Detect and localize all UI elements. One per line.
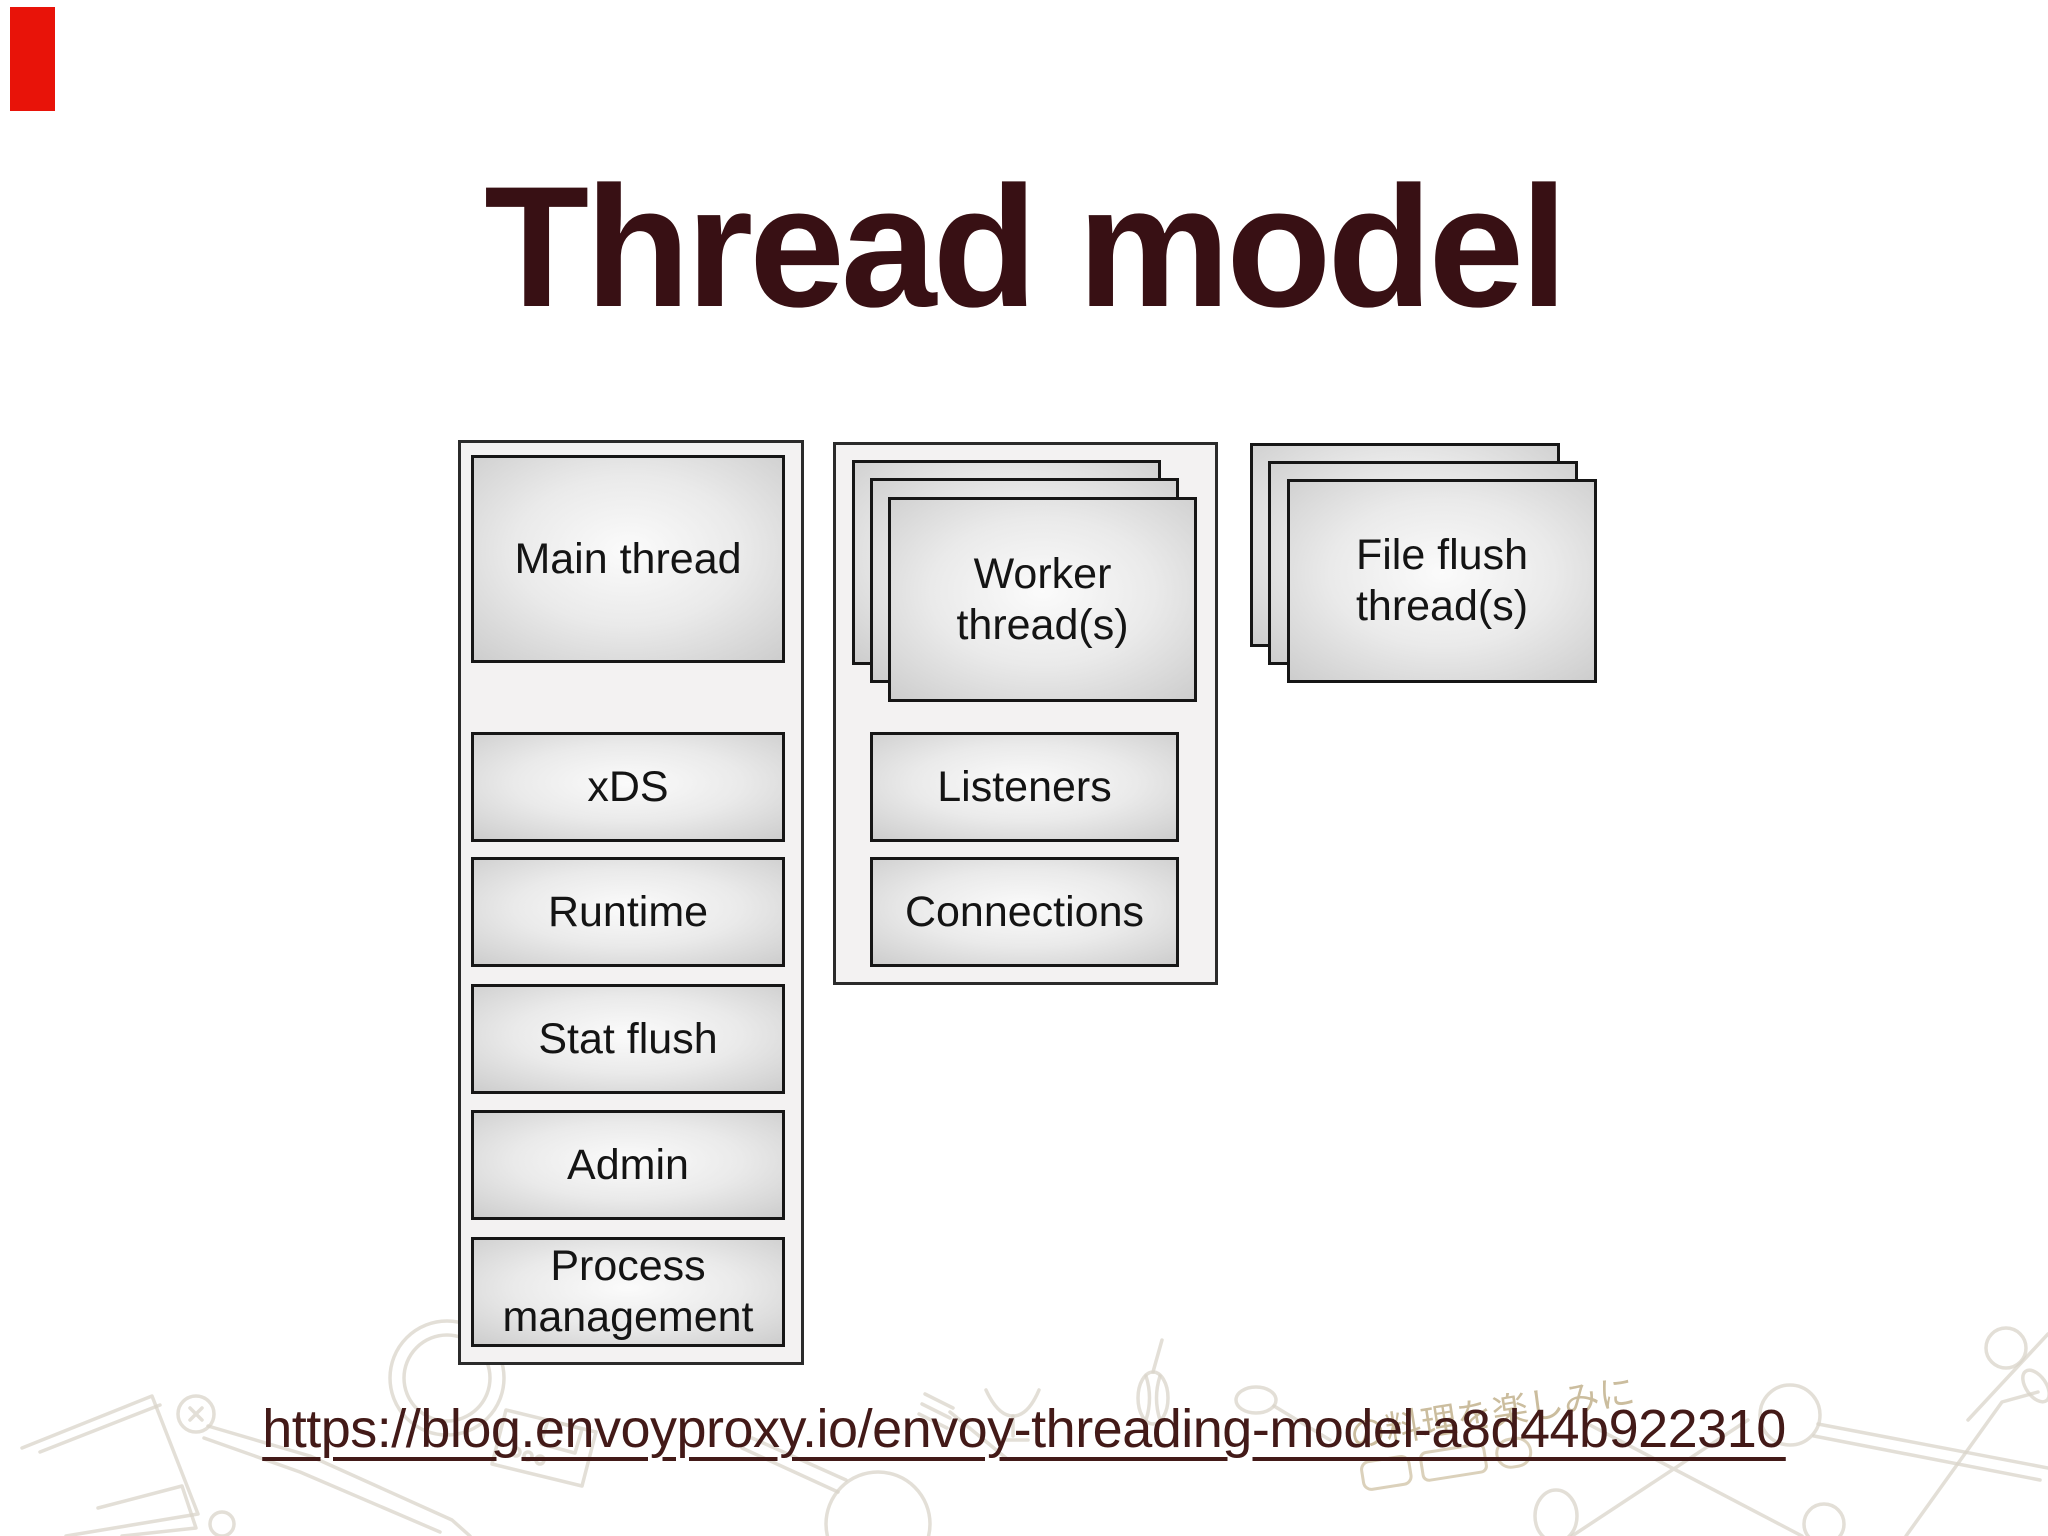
scale-doodle xyxy=(490,1408,598,1488)
listeners-box: Listeners xyxy=(870,732,1179,842)
admin-box: Admin xyxy=(471,1110,785,1220)
slide-title: Thread model xyxy=(484,151,1568,343)
utensil-doodle-right xyxy=(1904,1326,2048,1536)
file-flush-stack: File flush thread(s) xyxy=(1250,443,1598,684)
spoon-doodle xyxy=(1234,1385,1332,1442)
wine-glass-doodle xyxy=(984,1388,1041,1442)
red-accent-bar xyxy=(10,7,55,111)
pan-doodle xyxy=(740,1436,932,1536)
stat-flush-box: Stat flush xyxy=(471,984,785,1094)
process-management-box: Process management xyxy=(471,1237,785,1347)
spatula-doodle xyxy=(176,1394,472,1536)
worker-thread-box: Worker thread(s) xyxy=(888,497,1197,702)
main-thread-box: Main thread xyxy=(471,455,785,663)
runtime-box: Runtime xyxy=(471,857,785,967)
carton-doodle xyxy=(20,1394,236,1536)
whisk-doodle xyxy=(1136,1338,1170,1426)
source-link[interactable]: https://blog.envoyproxy.io/envoy-threadi… xyxy=(262,1399,1786,1459)
ladle-doodle xyxy=(1758,1383,2048,1482)
scissors-doodle xyxy=(1533,1418,1846,1536)
worker-thread-group: Worker thread(s) Listeners Connections xyxy=(833,442,1218,985)
main-thread-group: Main thread xDS Runtime Stat flush Admin… xyxy=(458,440,804,1365)
file-flush-thread-box: File flush thread(s) xyxy=(1287,479,1597,683)
connections-box: Connections xyxy=(870,857,1179,967)
xds-box: xDS xyxy=(471,732,785,842)
fork-doodle xyxy=(917,1392,1008,1460)
ring-doodle xyxy=(388,1319,506,1437)
